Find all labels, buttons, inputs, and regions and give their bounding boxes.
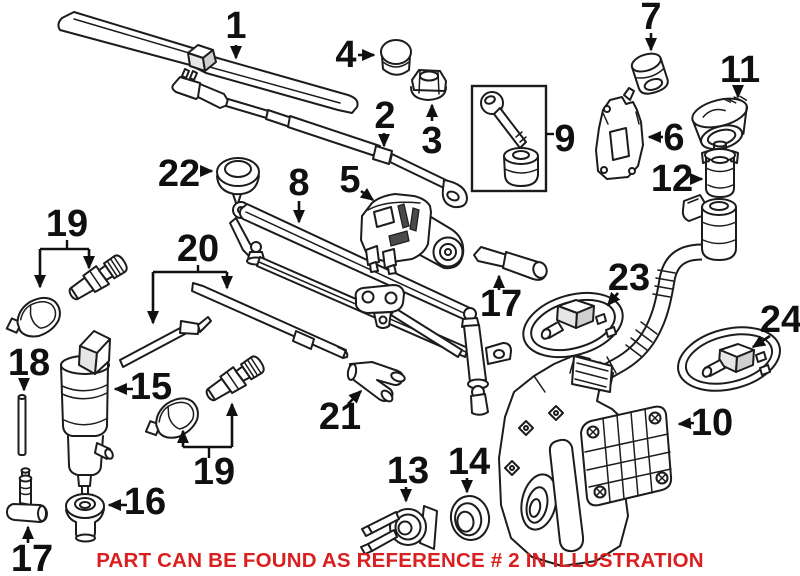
part-7-grommet: [630, 52, 669, 95]
part-1-wiper-blade: [57, 11, 359, 114]
callout-17-lower: 17: [11, 525, 53, 576]
callout-5: 5: [339, 159, 375, 202]
callout-1: 1: [225, 5, 247, 60]
callout-23: 23: [607, 257, 650, 307]
callout-15: 15: [113, 366, 172, 408]
callout-4-label: 4: [335, 34, 356, 76]
callout-24: 24: [751, 299, 800, 349]
part-14-grommet-ring: [449, 495, 491, 541]
part-10-washer-reservoir: [498, 194, 737, 567]
part-8-wiper-linkage: [229, 201, 512, 416]
callout-2-label: 2: [374, 95, 395, 137]
callout-15-label: 15: [130, 366, 172, 408]
callout-5-arrow: [359, 188, 375, 202]
part-21-y-hose-connector: [346, 361, 406, 403]
callout-9: 9: [554, 118, 575, 160]
part-6-bracket: [595, 87, 644, 180]
callout-19-lower-label: 19: [193, 451, 235, 493]
callout-9-label: 9: [554, 118, 575, 160]
part-5-wiper-motor: [360, 193, 465, 275]
callout-17-upper: 17: [480, 274, 522, 325]
callout-16: 16: [107, 481, 166, 523]
callout-24-label: 24: [760, 299, 800, 341]
callout-11: 11: [720, 49, 760, 99]
callout-12: 12: [651, 158, 704, 200]
part-4-cap: [380, 39, 412, 76]
callout-19-upper-label: 19: [46, 203, 88, 245]
part-13-washer-nozzle: [360, 505, 438, 555]
callout-20: 20: [147, 228, 233, 325]
callout-2: 2: [374, 95, 396, 148]
callout-22: 22: [158, 153, 214, 195]
callout-3: 3: [421, 103, 443, 162]
callout-6-label: 6: [663, 117, 684, 159]
callout-13-label: 13: [387, 450, 429, 492]
callout-17-upper-label: 17: [480, 283, 522, 325]
callout-14-label: 14: [448, 441, 490, 483]
callout-19-lower-bracket: [183, 445, 232, 458]
part-22-grommet: [216, 157, 260, 207]
callout-18-label: 18: [8, 342, 50, 384]
reference-notice: PART CAN BE FOUND AS REFERENCE # 2 IN IL…: [96, 549, 704, 572]
callout-19-lower: 19: [177, 402, 238, 493]
callout-11-label: 11: [720, 49, 760, 91]
part-19-nozzle-set-upper: [0, 251, 131, 346]
callout-8: 8: [288, 162, 310, 224]
part-20-hoses: [119, 282, 349, 368]
callout-21-arrow: [347, 389, 363, 405]
callout-14: 14: [448, 441, 490, 494]
callout-8-label: 8: [288, 162, 309, 204]
callout-23-arrow: [607, 291, 621, 307]
part-23-nozzle-cover: [522, 291, 624, 359]
callout-13: 13: [387, 450, 429, 503]
callout-1-label: 1: [225, 5, 246, 47]
callout-6: 6: [647, 117, 685, 159]
callout-16-label: 16: [124, 481, 166, 523]
callout-10-label: 10: [691, 402, 733, 444]
callout-20-bracket: [153, 265, 227, 274]
callout-19-upper: 19: [34, 203, 95, 289]
part-17-elbow-nozzle-lower: [6, 467, 48, 523]
callout-18: 18: [8, 342, 50, 392]
callout-22-label: 22: [158, 153, 200, 195]
part-15-washer-pump: [60, 330, 114, 499]
callout-20-label: 20: [177, 228, 219, 270]
part-12-washer-pump-small: [701, 140, 739, 198]
callout-17-lower-label: 17: [11, 538, 53, 576]
callout-12-label: 12: [651, 158, 693, 200]
callout-21: 21: [319, 389, 363, 438]
part-17-hose-connector-upper: [473, 246, 548, 281]
callout-5-label: 5: [339, 159, 360, 201]
part-3-hex-nut: [410, 69, 447, 101]
part-11-reservoir-cap: [691, 95, 749, 151]
callout-24-arrow: [751, 334, 771, 349]
part-18-tube: [17, 394, 27, 456]
part-9-bolt-kit-box: [470, 84, 554, 193]
part-2-wiper-arm: [171, 68, 468, 209]
part-24-nozzle-cover: [677, 326, 781, 392]
callout-10-arrow: [677, 417, 695, 430]
callout-7-label: 7: [640, 0, 661, 38]
callout-4: 4: [335, 34, 376, 76]
callout-10: 10: [677, 402, 733, 444]
part-16-grommet: [65, 493, 105, 543]
callout-23-label: 23: [608, 257, 650, 299]
callout-21-label: 21: [319, 396, 361, 438]
callout-3-label: 3: [421, 120, 442, 162]
callout-7: 7: [640, 0, 662, 52]
callout-19-upper-bracket: [40, 240, 89, 251]
